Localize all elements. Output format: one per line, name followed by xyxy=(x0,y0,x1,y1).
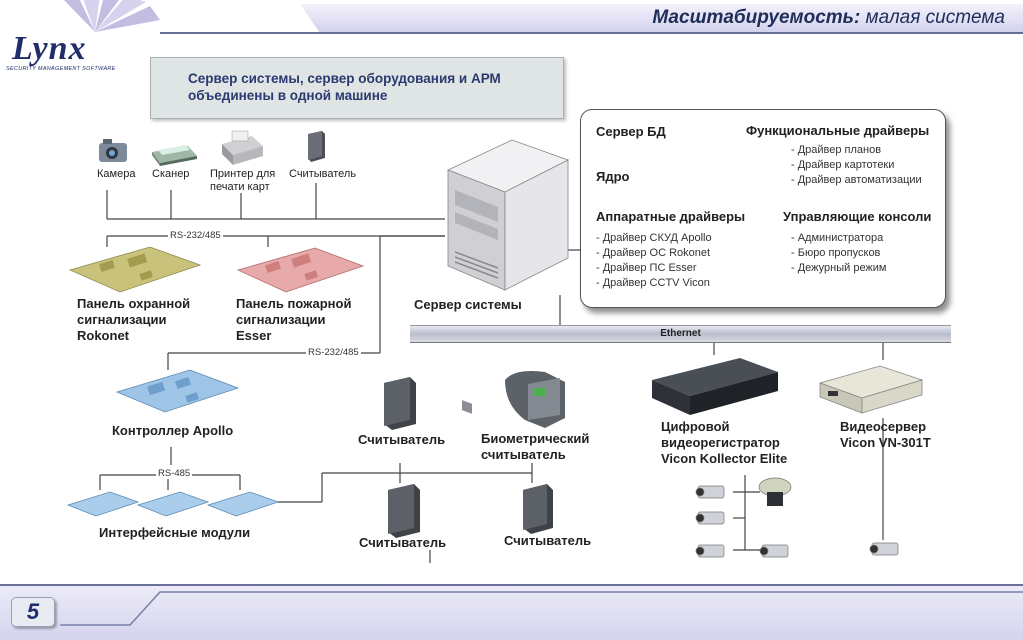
console-item: - Дежурный режим xyxy=(791,262,887,274)
security-panel-label: Панель охранной сигнализации Rokonet xyxy=(77,296,191,343)
fire-panel-label: Панель пожарной сигнализации Esser xyxy=(236,296,352,343)
dome-camera-icon xyxy=(758,477,792,506)
biometric-reader-label: Биометрический считыватель xyxy=(481,431,590,462)
video-server-label: Видеосервер Vicon VN-301T xyxy=(840,419,931,450)
card-reader-icon xyxy=(308,131,325,162)
printer-icon xyxy=(222,130,263,165)
biometric-reader-icon xyxy=(505,371,565,428)
func-driver-item: - Драйвер картотеки xyxy=(791,159,895,171)
printer-label: Принтер для печати карт xyxy=(210,168,276,193)
scanner-icon xyxy=(152,145,197,166)
hw-driver-item: - Драйвер CCTV Vicon xyxy=(596,277,710,289)
camera-label: Камера xyxy=(97,168,136,180)
consoles-title: Управляющие консоли xyxy=(783,209,932,224)
dvr-label: Цифровой видеорегистратор Vicon Kollecto… xyxy=(661,419,788,466)
bus-rs232-485-mid: RS-232/485 xyxy=(306,347,361,358)
callout-box: Сервер системы, сервер оборудования и АР… xyxy=(150,57,564,119)
security-panel-board xyxy=(68,246,202,293)
ethernet-label: Ethernet xyxy=(660,328,701,339)
server-info-box: Сервер БД Ядро Аппаратные драйверы - Дра… xyxy=(580,109,946,308)
func-driver-item: - Драйвер автоматизации xyxy=(791,174,922,186)
hw-driver-item: - Драйвер ОС Rokonet xyxy=(596,247,711,259)
slide-title-rest: малая система xyxy=(860,7,1005,28)
slide-title-bold: Масштабируемость: xyxy=(652,7,861,28)
func-driver-item: - Драйвер планов xyxy=(791,144,882,156)
apollo-controller-label: Контроллер Apollo xyxy=(112,423,234,438)
cctv-camera-icons xyxy=(695,485,899,558)
bus-rs485: RS-485 xyxy=(156,468,193,479)
reader-icon-2 xyxy=(388,484,420,538)
server-tower-icon xyxy=(446,139,570,414)
fan-logo-decoration xyxy=(63,0,160,32)
callout-text: Сервер системы, сервер оборудования и АР… xyxy=(188,71,501,103)
reader-label-3: Считыватель xyxy=(504,533,592,548)
core-label: Ядро xyxy=(596,169,630,184)
interface-modules-label: Интерфейсные модули xyxy=(99,525,251,540)
console-item: - Администратора xyxy=(791,232,884,244)
reader-label-2: Считыватель xyxy=(359,535,447,550)
db-server-label: Сервер БД xyxy=(596,124,666,139)
bus-rs232-485-top: RS-232/485 xyxy=(168,230,223,241)
logo-tagline: SECURITY MANAGEMENT SOFTWARE xyxy=(6,66,116,72)
page-number: 5 xyxy=(11,597,55,627)
fire-panel-board xyxy=(236,247,365,293)
server-label: Сервер системы xyxy=(414,297,522,312)
hw-driver-item: - Драйвер ПС Esser xyxy=(596,262,697,274)
reader-label-1: Считыватель xyxy=(358,432,446,447)
interface-modules-boards xyxy=(66,491,280,517)
ethernet-bus: Ethernet xyxy=(410,325,951,343)
reader-icon-1 xyxy=(384,377,416,430)
hw-drivers-title: Аппаратные драйверы xyxy=(596,209,746,224)
hw-driver-item: - Драйвер СКУД Apollo xyxy=(596,232,712,244)
reader-icon-3 xyxy=(523,484,553,534)
scanner-label: Сканер xyxy=(152,168,190,180)
lynx-logo: Lynx SECURITY MANAGEMENT SOFTWARE xyxy=(4,30,134,78)
camera-icon xyxy=(99,139,127,162)
reader-label: Считыватель xyxy=(289,168,357,180)
slide-title: Масштабируемость: малая система xyxy=(652,7,1005,29)
logo-word: Lynx xyxy=(12,30,87,67)
func-drivers-title: Функциональные драйверы xyxy=(746,123,930,138)
console-item: - Бюро пропусков xyxy=(791,247,881,259)
apollo-controller-board xyxy=(115,369,240,413)
video-server-icon xyxy=(818,365,924,414)
